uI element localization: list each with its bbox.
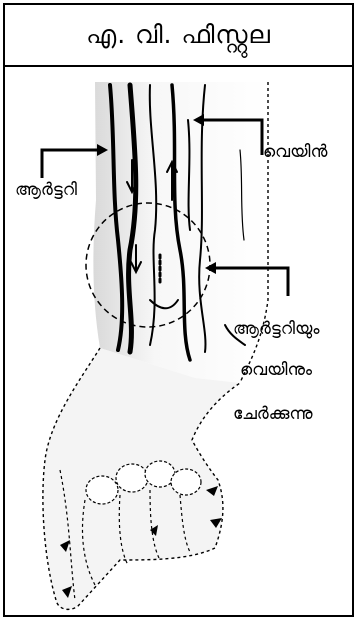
vein-label: വെയിൻ [263, 144, 327, 161]
joined-label-line1: ആർട്ടറിയും [233, 321, 320, 338]
artery-pointer [42, 150, 100, 178]
artery-label: ആർട്ടറി [15, 182, 77, 199]
joined-label-line2: വെയിനും [240, 362, 312, 379]
joined-label-line3: ചേർക്കുന്നു [233, 406, 313, 423]
